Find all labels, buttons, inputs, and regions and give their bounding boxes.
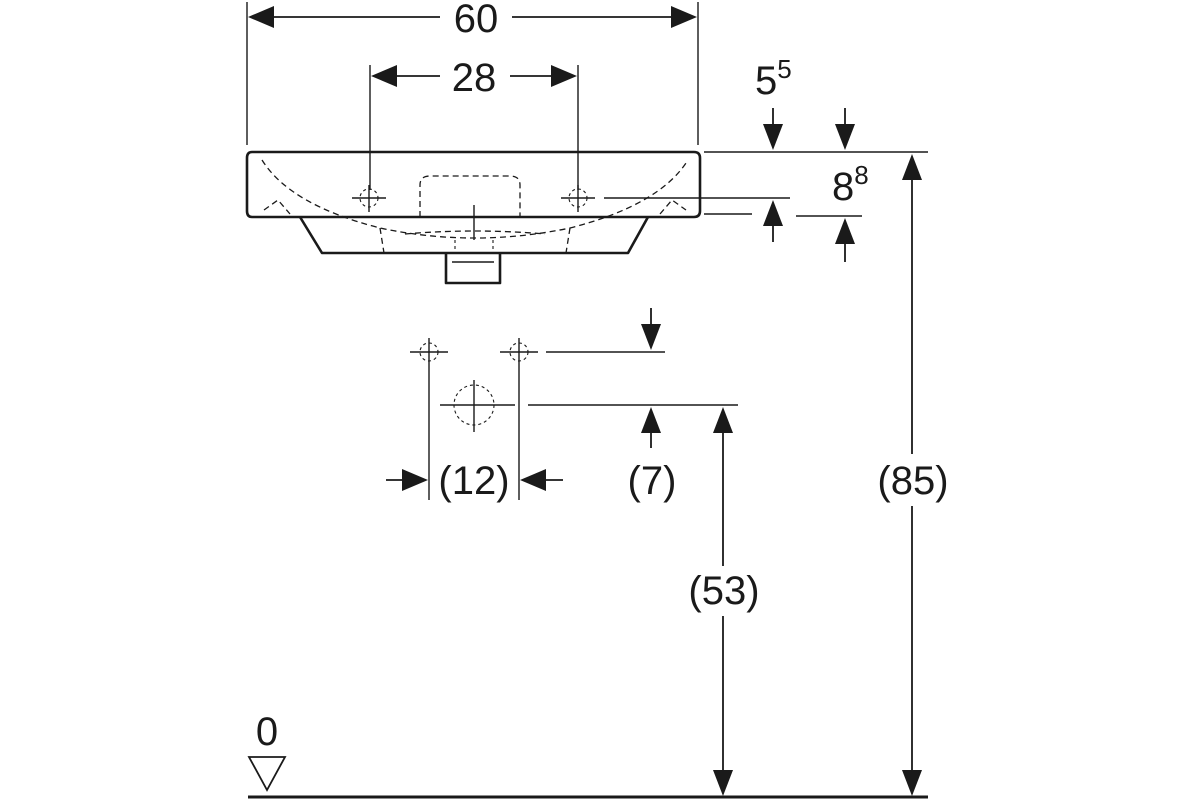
rim-offset-dimension: 55: [604, 54, 928, 242]
level-triangle-icon: [247, 756, 287, 792]
overall-width-label: 60: [454, 0, 499, 41]
arrow-right-icon: [402, 469, 428, 491]
tap-hole-spacing-dimension: 28: [369, 56, 579, 190]
washbasin-outline: [245, 150, 702, 285]
arrow-up-icon: [713, 407, 733, 433]
tap-hole-left: [352, 185, 386, 212]
arrow-down-icon: [835, 124, 855, 150]
arrow-right-icon: [671, 6, 697, 28]
rim-offset-label: 55: [755, 54, 792, 103]
rim-height-label: 88: [832, 160, 869, 209]
tap-hole-spacing-label: 28: [452, 56, 497, 100]
drain-height-dimension: (53): [688, 407, 760, 796]
arrow-down-icon: [713, 770, 733, 796]
arrow-left-icon: [371, 65, 397, 87]
arrow-right-icon: [551, 65, 577, 87]
arrow-up-icon: [835, 218, 855, 244]
arrow-down-icon: [641, 324, 661, 350]
floor-level-marker: 0: [247, 710, 928, 799]
overall-width-dimension: 60: [246, 0, 699, 145]
arrow-up-icon: [902, 154, 922, 180]
supply-spacing-dimension: (12): [386, 459, 563, 503]
drain-outlet: [440, 380, 515, 432]
supply-spacing-label: (12): [438, 459, 509, 503]
supply-point-left: [410, 338, 448, 500]
supply-offset-label: (7): [628, 459, 677, 503]
tap-hole-right: [561, 185, 595, 212]
arrow-up-icon: [763, 200, 783, 226]
floor-level-label: 0: [256, 710, 278, 754]
supply-offset-dimension: (7): [528, 308, 738, 503]
rim-height-from-floor-dimension: (85): [877, 154, 949, 796]
arrow-up-icon: [641, 407, 661, 433]
arrow-down-icon: [902, 770, 922, 796]
arrow-down-icon: [763, 124, 783, 150]
rim-height-dimension: 88: [704, 108, 869, 262]
rim-height-from-floor-label: (85): [877, 459, 948, 503]
drain-height-label: (53): [688, 569, 759, 613]
arrow-left-icon: [248, 6, 274, 28]
arrow-left-icon: [520, 469, 546, 491]
supply-point-right: [500, 338, 538, 500]
